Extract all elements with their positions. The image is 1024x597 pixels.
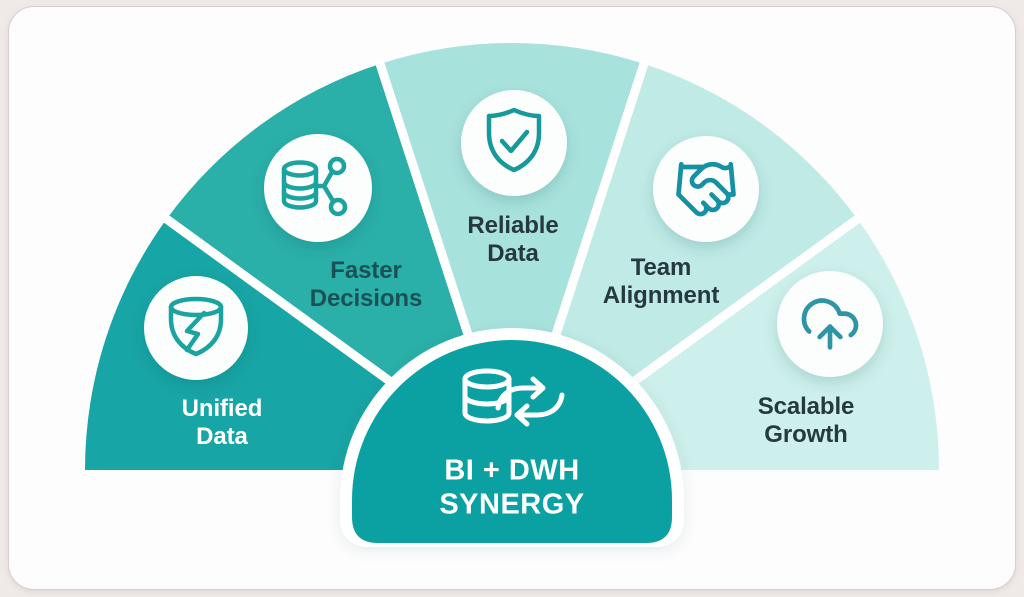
icon-circle-unified-data xyxy=(144,276,248,380)
shield-lightning-icon xyxy=(168,296,224,357)
segment-reliable-data xyxy=(380,42,644,470)
center-title: BI + DWH SYNERGY xyxy=(439,454,585,520)
center-dome xyxy=(352,340,672,543)
icon-circle-scalable-growth xyxy=(777,271,883,377)
icon-circle-team-alignment xyxy=(653,136,759,242)
segment-label-unified-data: Unified Data xyxy=(181,394,263,450)
handshake-icon xyxy=(676,161,736,217)
database-sync-icon xyxy=(462,368,565,427)
database-share-icon xyxy=(281,156,348,217)
icon-circle-reliable-data xyxy=(461,90,567,196)
segment-label-team-alignment: Team Alignment xyxy=(602,253,720,309)
shield-check-icon xyxy=(486,107,542,173)
segment-label-scalable-growth: Scalable Growth xyxy=(757,392,855,448)
cloud-upload-icon xyxy=(801,298,859,350)
segment-label-faster-decisions: Faster Decisions xyxy=(309,256,423,312)
segment-label-reliable-data: Reliable Data xyxy=(467,211,559,267)
